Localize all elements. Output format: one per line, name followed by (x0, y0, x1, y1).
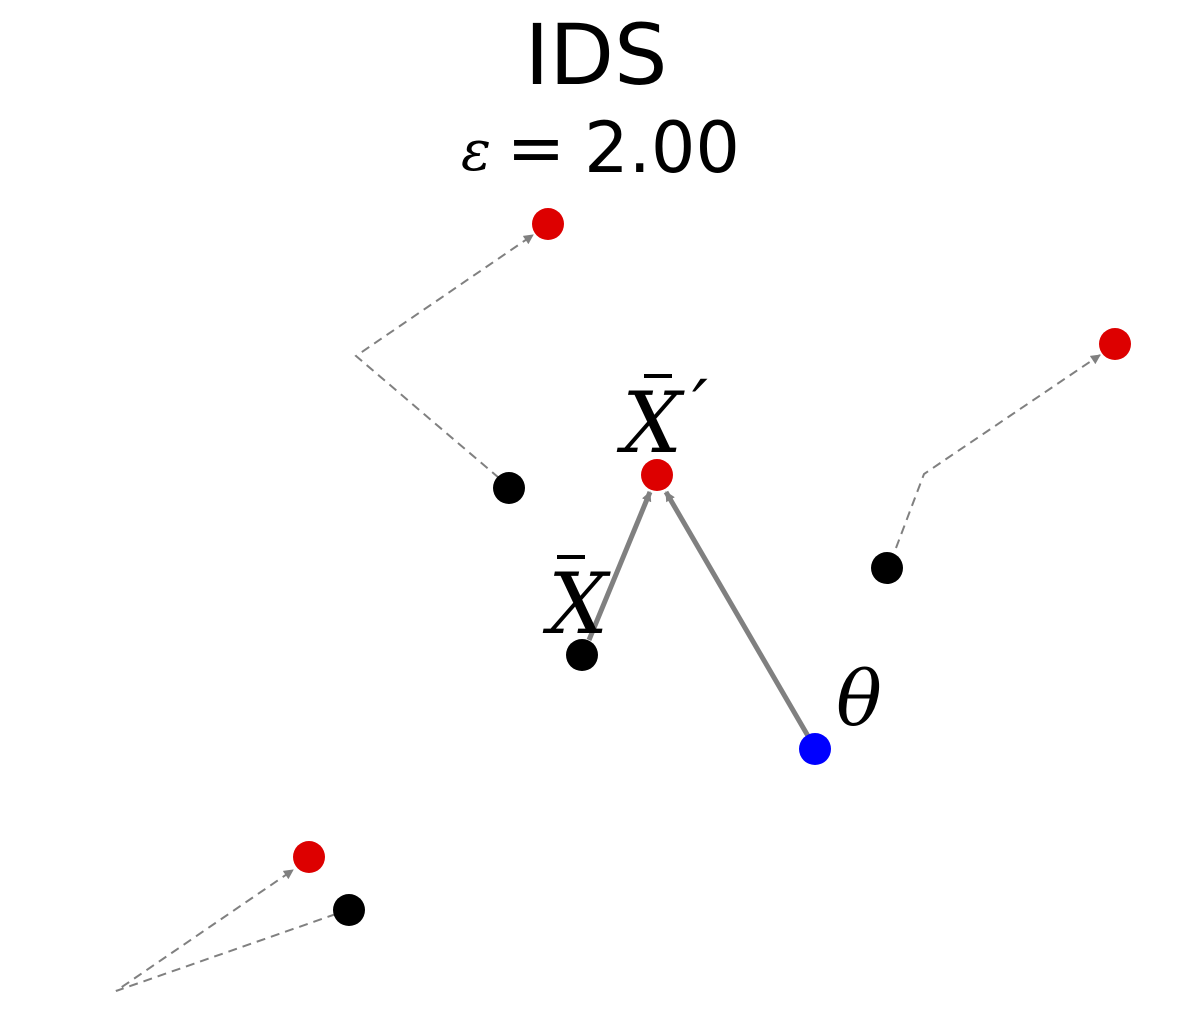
trajectories (115, 234, 1101, 992)
sample-point (871, 552, 903, 584)
shifted-points (293, 208, 1131, 873)
sample-point (493, 472, 525, 504)
mean-label: X (542, 555, 611, 653)
sample-point (333, 894, 365, 926)
epsilon-subtitle: ε = 2.00 (461, 107, 740, 189)
epsilon-value: 2.00 (584, 107, 740, 189)
epsilon-symbol: ε (461, 119, 491, 184)
trajectory-right (895, 354, 1101, 549)
mean-letter: X (542, 555, 611, 653)
shifted-mean-prime: ′ (692, 365, 708, 447)
original-points (333, 472, 903, 926)
mean-arrows (586, 490, 811, 738)
arrow-theta-to-shifted (663, 490, 811, 738)
theta-label: θ (836, 654, 882, 743)
shifted-sample-point (1099, 328, 1131, 360)
diagram-title: IDS (525, 6, 668, 104)
shifted-mean-label: X ′ (616, 365, 708, 472)
shifted-sample-point (293, 841, 325, 873)
mean-point (566, 639, 598, 671)
shifted-mean-point (641, 459, 673, 491)
trajectory-top-left (354, 234, 534, 479)
shifted-sample-point (532, 208, 564, 240)
epsilon-equals: = (507, 107, 566, 189)
arrow-mean-to-shifted (586, 491, 653, 641)
shifted-mean-letter: X (616, 374, 685, 472)
theta-point (799, 733, 831, 765)
trajectory-bottom-left (115, 869, 337, 992)
